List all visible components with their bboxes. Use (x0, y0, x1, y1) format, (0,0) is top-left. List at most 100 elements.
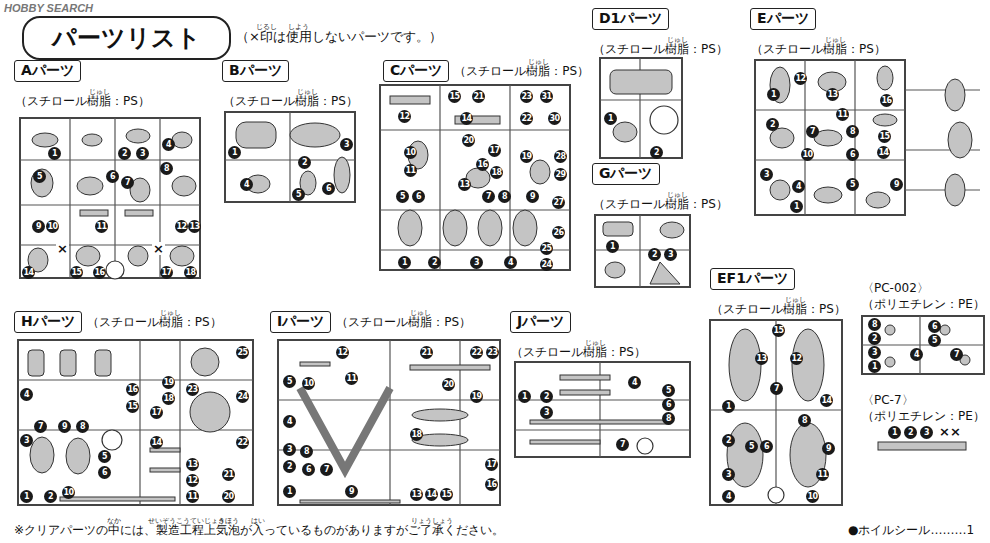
callout-number: 7 (806, 125, 819, 138)
runner-part (390, 96, 430, 104)
title-box: パーツリスト (22, 16, 231, 60)
runner-header: Jパーツ（スチロール樹脂：PS） (510, 311, 571, 333)
furigana: じるし (256, 23, 277, 31)
runner-part (600, 58, 682, 158)
callout-number: 21 (420, 346, 433, 359)
callout-number: 9 (890, 178, 903, 191)
callout-number: 4 (792, 180, 805, 193)
callout-number: 13 (458, 178, 471, 191)
callout-number: 24 (236, 390, 249, 403)
runner-part (660, 222, 684, 238)
callout-number: 17 (488, 144, 501, 157)
callout-number: 4 (910, 348, 923, 361)
runner-part (530, 420, 670, 424)
callout-number: 10 (302, 377, 315, 390)
callout-number: 22 (520, 112, 533, 125)
callout-number: 6 (106, 170, 119, 183)
header-text: Aパーツ (21, 62, 74, 78)
callout-number: 7 (616, 438, 629, 451)
runner-part (82, 134, 102, 146)
callout-number: 4 (283, 415, 296, 428)
callout-number: 3 (136, 147, 149, 160)
callout-number: 2 (428, 256, 441, 269)
callout-number: 27 (552, 196, 565, 209)
callout-number: 16 (126, 383, 139, 396)
callout-number: 7 (482, 190, 495, 203)
callout-number: 6 (322, 182, 335, 195)
callout-number: 31 (540, 90, 553, 103)
callout-number: 14 (820, 394, 833, 407)
furigana: じゅし (785, 296, 806, 304)
callout-number: 19 (520, 150, 533, 163)
callout-number: 2 (868, 332, 881, 345)
callout-number: 6 (928, 320, 941, 333)
furigana: しよう (288, 23, 309, 31)
furigana: じゅし (297, 88, 318, 96)
callout-number: 10 (62, 486, 75, 499)
material-text: （ポリエチレン：PE） (862, 296, 985, 313)
callout-number: 4 (504, 256, 517, 269)
callout-number: 16 (485, 478, 498, 491)
callout-number: 2 (44, 490, 57, 503)
runner-part (128, 246, 148, 266)
callout-number: 9 (526, 190, 539, 203)
callout-number: 6 (98, 466, 111, 479)
runner-part (770, 128, 794, 148)
runner-part (60, 350, 76, 376)
footnote: ●ホイルシール………1 (848, 522, 974, 539)
callout-number: 5 (846, 178, 859, 191)
callout-number: 7 (34, 420, 47, 433)
callout-number: 6 (846, 148, 859, 161)
runner-part (300, 500, 400, 503)
material-text: （スチロール樹脂：PS） (511, 344, 646, 361)
callout-number: 14 (22, 266, 35, 279)
callout-number: 11 (345, 372, 358, 385)
callout-number: 5 (928, 334, 941, 347)
part-set-name: 〈PC-002〉 (862, 280, 929, 297)
callout-number: 18 (162, 392, 175, 405)
unused-mark: × (152, 242, 165, 255)
callout-number: 29 (554, 168, 567, 181)
runner-part (172, 132, 192, 148)
runner-header: Eパーツ（スチロール樹脂：PS） (750, 8, 816, 30)
runner-part (513, 210, 537, 246)
runner-part (940, 325, 950, 335)
header-text: D1パーツ (599, 10, 662, 26)
runner-part (77, 177, 103, 195)
callout-number: 1 (888, 426, 901, 439)
callout-number: 19 (162, 376, 175, 389)
callout-number: 12 (794, 72, 807, 85)
runner-part (530, 160, 550, 184)
runner-part (650, 106, 678, 134)
runner-part (595, 215, 690, 287)
furigana: じゅし (825, 36, 846, 44)
callout-number: 3 (920, 426, 933, 439)
callout-number: 15 (448, 90, 461, 103)
callout-number: 8 (76, 420, 89, 433)
runner-part (885, 357, 895, 367)
header-text: Jパーツ (517, 313, 564, 329)
furigana: じゅし (89, 88, 110, 96)
callout-number: 10 (46, 220, 59, 233)
sprue-line (18, 58, 984, 505)
callout-number: 3 (20, 434, 33, 447)
callout-number: 2 (540, 390, 553, 403)
runner-part (877, 66, 893, 90)
material-text: （スチロール樹脂：PS） (751, 41, 886, 58)
callout-number: 8 (160, 162, 173, 175)
callout-number: 23 (520, 90, 533, 103)
runner-part (95, 350, 111, 376)
callout-number: 12 (398, 110, 411, 123)
callout-number: 15 (70, 266, 83, 279)
runner-part (76, 246, 100, 266)
material-text: （スチロール樹脂：PS） (336, 314, 471, 331)
callout-number: 17 (160, 266, 173, 279)
unused-mark: ×× (938, 425, 962, 438)
callout-number: 11 (95, 220, 108, 233)
callout-number: 8 (868, 318, 881, 331)
material-text: （スチロール樹脂：PS） (15, 93, 150, 110)
material-text: （ポリエチレン：PE） (862, 408, 985, 425)
callout-number: 4 (628, 376, 641, 389)
material-text: （スチロール樹脂：PS） (711, 301, 846, 318)
